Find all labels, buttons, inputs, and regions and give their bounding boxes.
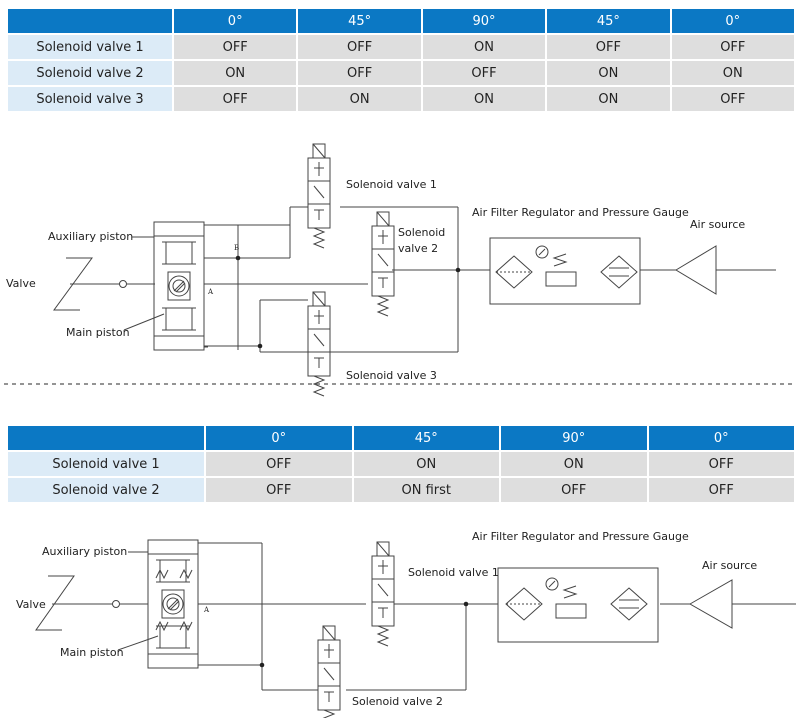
valve-label: Valve — [6, 277, 36, 290]
state-cell: OFF — [648, 452, 794, 476]
state-cell: ON — [671, 61, 794, 85]
state-cell: ON — [422, 35, 546, 59]
state-cell: OFF — [174, 35, 297, 59]
angle-header: 0° — [671, 9, 794, 33]
junction-dot — [455, 267, 461, 273]
table-corner — [8, 426, 204, 450]
auxiliary-piston-label: Auxiliary piston — [42, 545, 127, 558]
port-b-label: B — [234, 244, 239, 252]
valve-label: Valve — [16, 598, 46, 611]
row-label: Solenoid valve 1 — [8, 35, 172, 59]
row-label: Solenoid valve 2 — [8, 61, 172, 85]
frl-box — [497, 567, 659, 643]
table-row: Solenoid valve 1 OFF ON ON OFF — [8, 452, 794, 476]
angle-header: 0° — [206, 426, 352, 450]
table-row: Solenoid valve 3 OFF ON ON ON OFF — [8, 87, 794, 111]
solenoid-valve-2-symbol — [371, 211, 395, 317]
junction-dot — [259, 662, 265, 668]
state-cell: ON first — [353, 478, 499, 502]
port-a-label: A — [207, 288, 214, 296]
valve-stem-circle — [119, 280, 127, 288]
frl-box — [489, 237, 641, 305]
actuator — [147, 539, 203, 669]
state-cell: OFF — [298, 35, 421, 59]
table-header-row: 0° 45° 90° 45° 0° — [8, 9, 794, 33]
solenoid-valve-1-symbol — [371, 541, 395, 647]
row-label: Solenoid valve 3 — [8, 87, 172, 111]
air-source-symbol — [675, 245, 717, 295]
solenoid-valve-1-label: Solenoid valve 1 — [408, 566, 499, 579]
angle-header: 0° — [648, 426, 794, 450]
solenoid-valve-2-label: Solenoid valve 2 — [352, 695, 443, 708]
state-cell: OFF — [298, 61, 421, 85]
state-cell: ON — [298, 87, 421, 111]
state-table-three-valves: 0° 45° 90° 45° 0° Solenoid valve 1 OFF O… — [6, 7, 796, 113]
state-cell: OFF — [671, 35, 794, 59]
junction-dot — [463, 601, 469, 607]
state-cell: ON — [422, 87, 546, 111]
state-cell: ON — [501, 452, 647, 476]
state-cell: OFF — [206, 452, 352, 476]
angle-header: 90° — [501, 426, 647, 450]
solenoid-valve-2-label: valve 2 — [398, 242, 438, 255]
state-cell: ON — [547, 61, 670, 85]
junction-dot — [257, 343, 263, 349]
frl-unit — [505, 577, 648, 621]
solenoid-valve-1-label: Solenoid valve 1 — [346, 178, 437, 191]
state-cell: OFF — [547, 35, 670, 59]
state-cell: ON — [174, 61, 297, 85]
main-piston-label: Main piston — [60, 646, 124, 659]
solenoid-valve-3-label: Solenoid valve 3 — [346, 369, 437, 382]
air-source-label: Air source — [690, 218, 745, 231]
angle-header: 0° — [174, 9, 297, 33]
air-filter-label: Air Filter Regulator and Pressure Gauge — [472, 206, 689, 219]
state-table-two-valves: 0° 45° 90° 0° Solenoid valve 1 OFF ON ON… — [6, 424, 796, 504]
diagram-two-valve: Solenoid valve 1 Solenoid valve 2 Auxili… — [16, 530, 796, 718]
table-row: Solenoid valve 1 OFF OFF ON OFF OFF — [8, 35, 794, 59]
table-header-row: 0° 45° 90° 0° — [8, 426, 794, 450]
row-label: Solenoid valve 1 — [8, 452, 204, 476]
state-cell: ON — [547, 87, 670, 111]
solenoid-valve-2-label: Solenoid — [398, 226, 445, 239]
frl-unit — [495, 245, 638, 289]
port-a-label: A — [203, 606, 210, 614]
row-label: Solenoid valve 2 — [8, 478, 204, 502]
valve-symbol — [35, 575, 75, 631]
solenoid-valve-2-symbol — [317, 625, 341, 718]
angle-header: 45° — [547, 9, 670, 33]
air-source-symbol — [688, 579, 733, 629]
state-cell: OFF — [648, 478, 794, 502]
angle-header: 90° — [422, 9, 546, 33]
junction-dot — [235, 255, 241, 261]
state-cell: ON — [353, 452, 499, 476]
angle-header: 45° — [353, 426, 499, 450]
state-cell: OFF — [422, 61, 546, 85]
air-source-label: Air source — [702, 559, 757, 572]
actuator — [153, 221, 209, 351]
auxiliary-piston-label: Auxiliary piston — [48, 230, 133, 243]
diagram-three-valve: Solenoid valve 1 Solenoid valve 2 Soleno… — [6, 143, 776, 397]
table-row: Solenoid valve 2 ON OFF OFF ON ON — [8, 61, 794, 85]
angle-header: 45° — [298, 9, 421, 33]
solenoid-valve-3-symbol — [307, 291, 331, 397]
table-corner — [8, 9, 172, 33]
main-piston-label: Main piston — [66, 326, 130, 339]
state-cell: OFF — [671, 87, 794, 111]
state-cell: OFF — [206, 478, 352, 502]
air-filter-label: Air Filter Regulator and Pressure Gauge — [472, 530, 689, 543]
valve-stem-circle — [112, 600, 120, 608]
state-cell: OFF — [174, 87, 297, 111]
solenoid-valve-1-symbol — [307, 143, 331, 249]
table-row: Solenoid valve 2 OFF ON first OFF OFF — [8, 478, 794, 502]
state-cell: OFF — [501, 478, 647, 502]
